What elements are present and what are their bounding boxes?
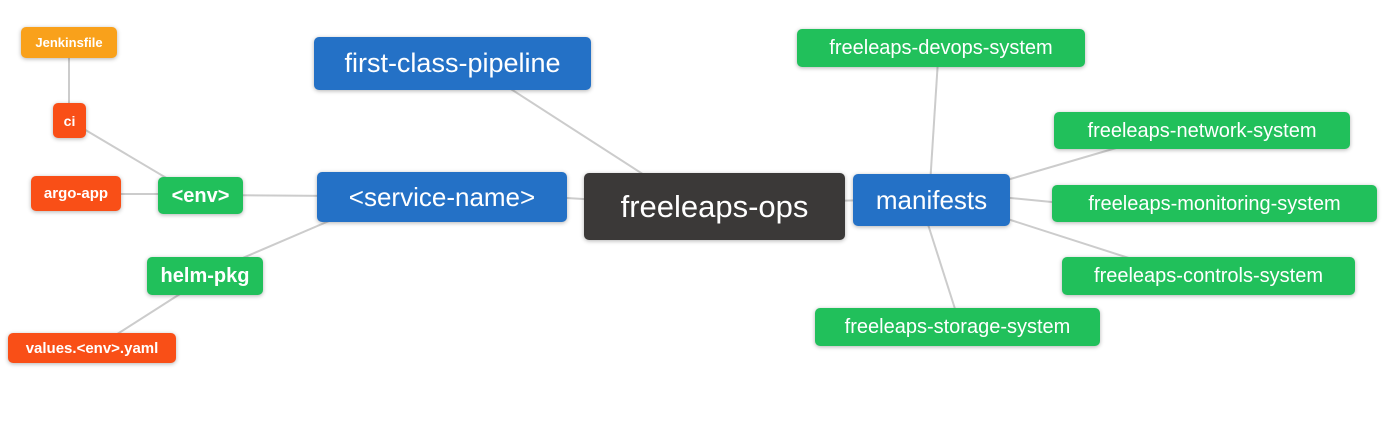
node-service-name[interactable]: <service-name>	[317, 172, 567, 222]
node-jenkinsfile[interactable]: Jenkinsfile	[21, 27, 117, 58]
node-first-class-pipeline[interactable]: first-class-pipeline	[314, 37, 591, 90]
node-env[interactable]: <env>	[158, 177, 243, 214]
node-freeleaps-ops[interactable]: freeleaps-ops	[584, 173, 845, 240]
edge-pipeline-freeleaps-ops	[499, 81, 656, 183]
node-argo-app[interactable]: argo-app	[31, 176, 121, 211]
node-freeleaps-network-system[interactable]: freeleaps-network-system	[1054, 112, 1350, 149]
edge-manifests-network	[999, 145, 1124, 183]
edge-manifests-controls	[994, 214, 1136, 261]
node-freeleaps-monitoring-system[interactable]: freeleaps-monitoring-system	[1052, 185, 1377, 222]
node-values-env-yaml[interactable]: values.<env>.yaml	[8, 333, 176, 363]
edge-manifests-monitoring	[999, 196, 1063, 204]
node-freeleaps-storage-system[interactable]: freeleaps-storage-system	[815, 308, 1100, 346]
node-manifests[interactable]: manifests	[853, 174, 1010, 226]
node-helm-pkg[interactable]: helm-pkg	[147, 257, 263, 295]
node-ci[interactable]: ci	[53, 103, 86, 138]
node-freeleaps-devops-system[interactable]: freeleaps-devops-system	[797, 29, 1085, 67]
edge-manifests-devops	[929, 59, 939, 186]
node-freeleaps-controls-system[interactable]: freeleaps-controls-system	[1062, 257, 1355, 295]
edge-manifests-storage	[924, 214, 957, 313]
